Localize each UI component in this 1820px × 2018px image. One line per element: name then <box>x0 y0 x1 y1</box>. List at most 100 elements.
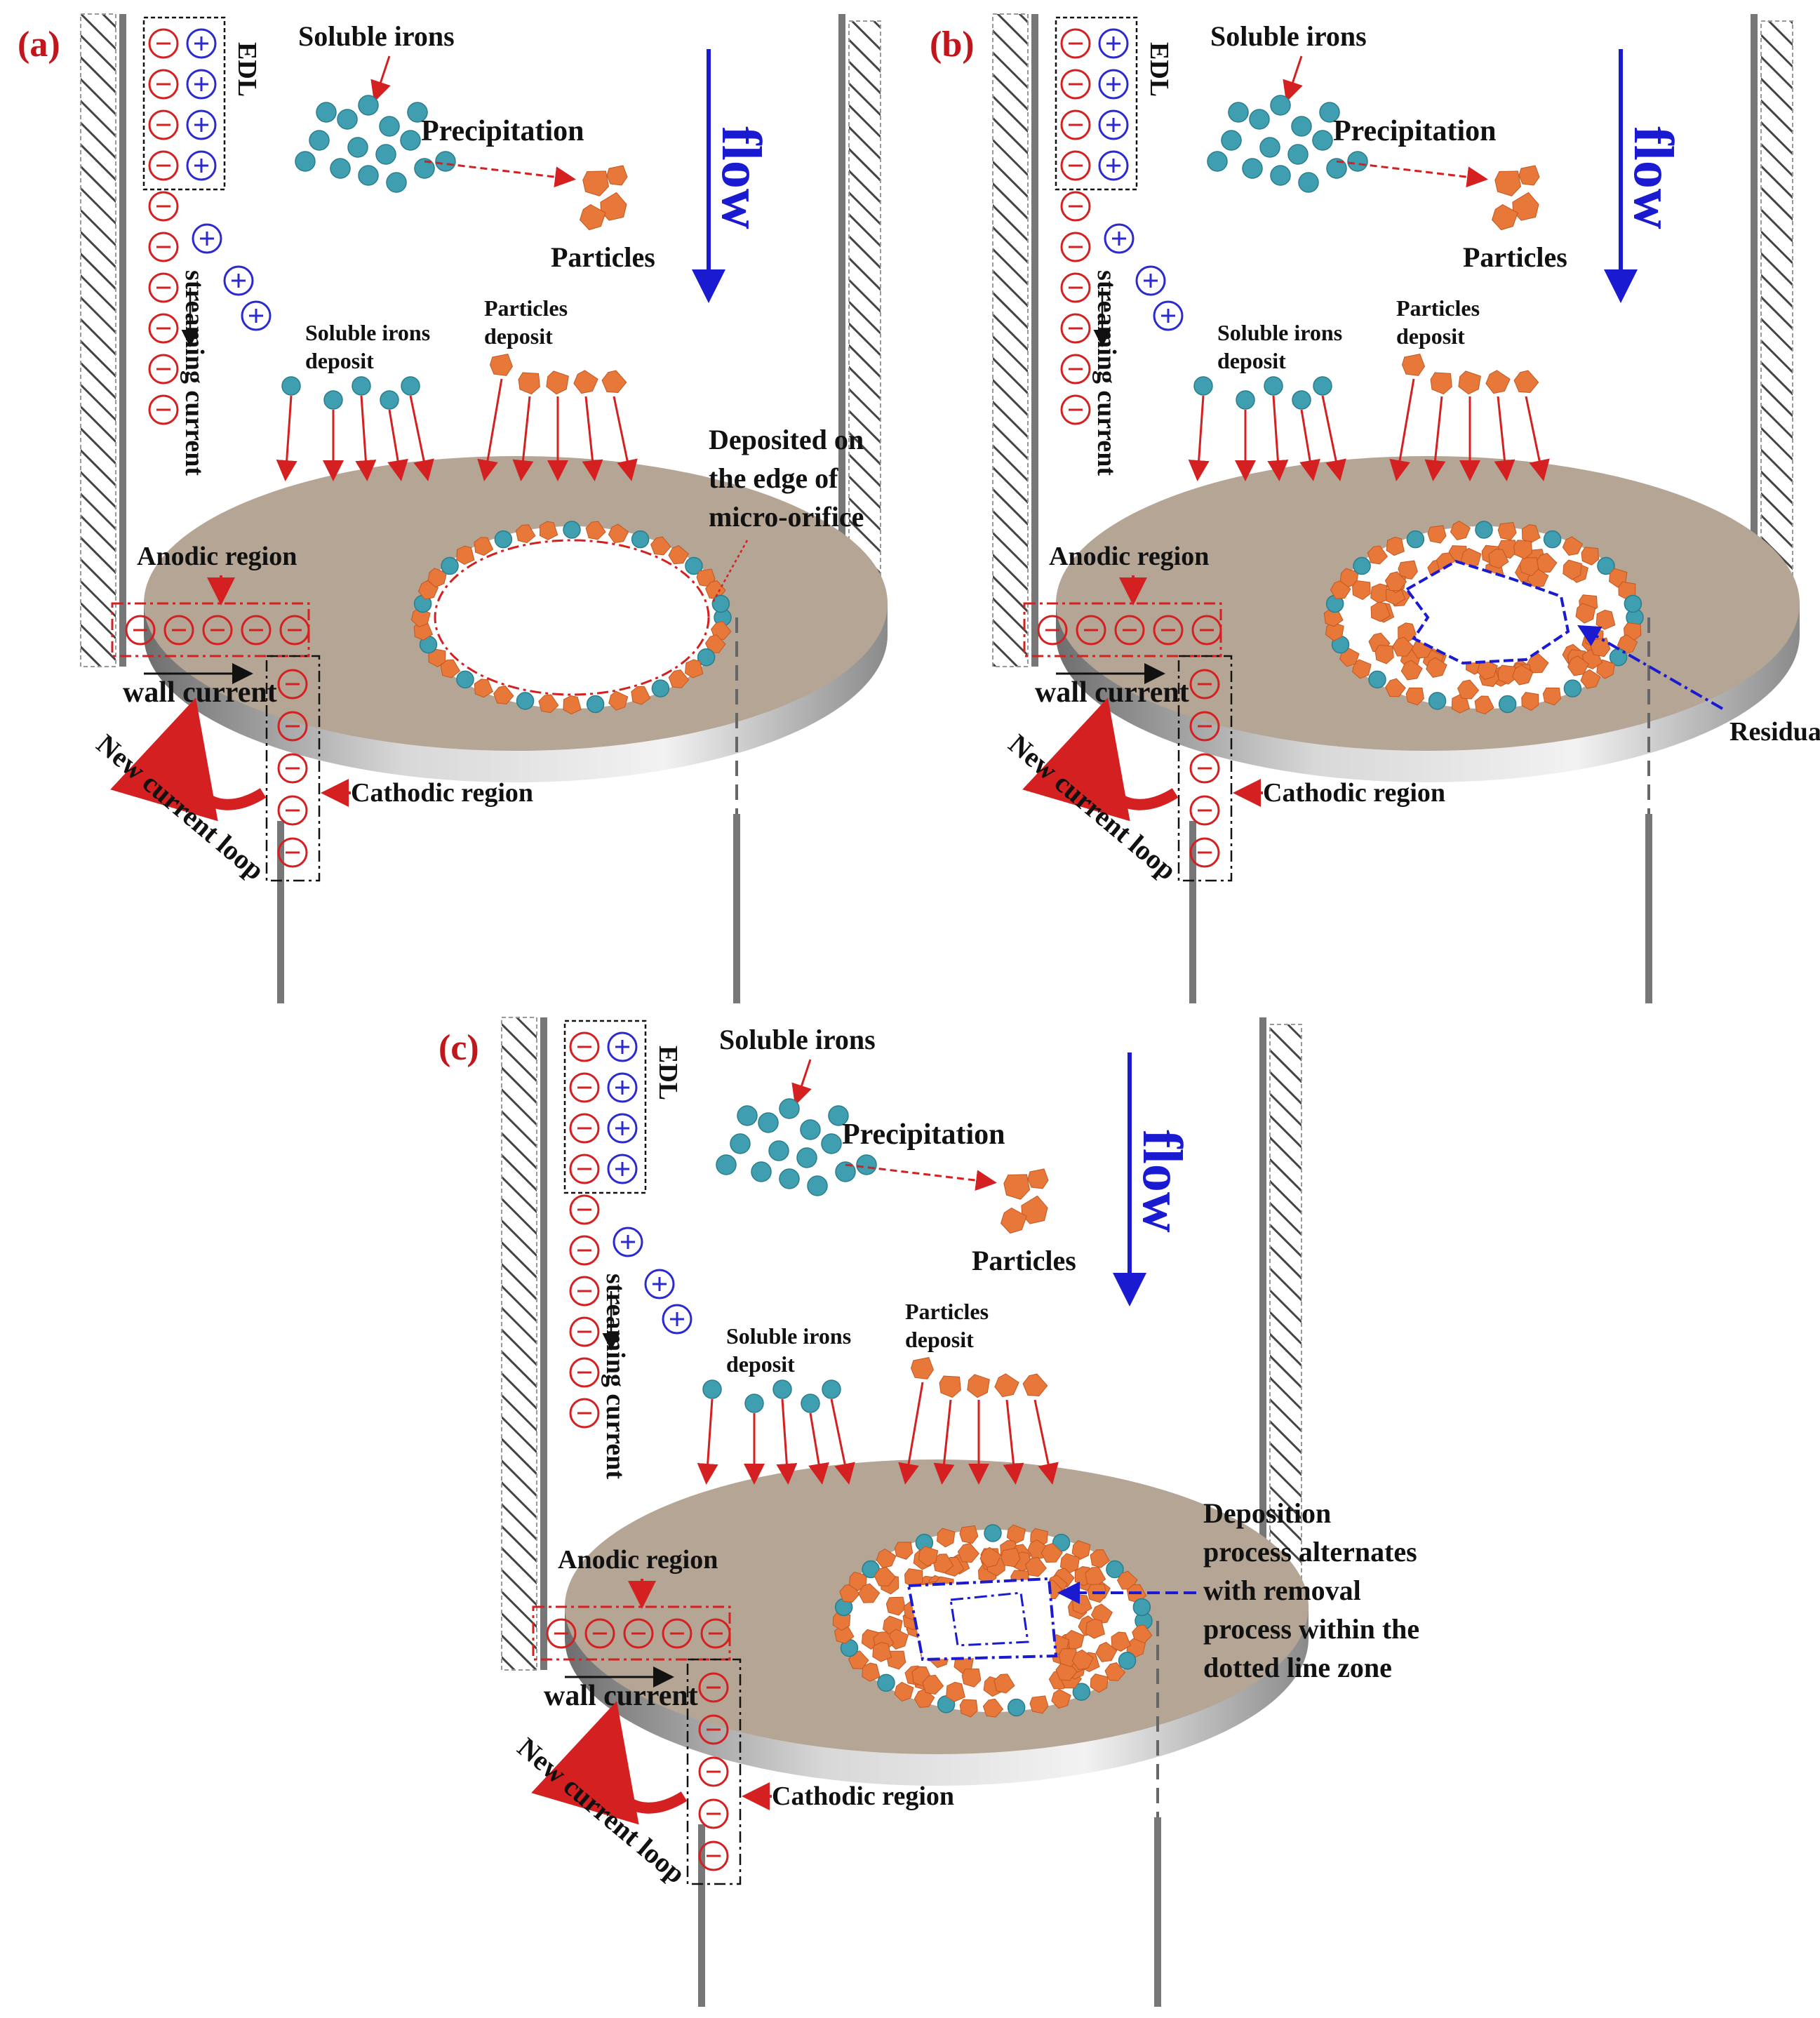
iron-ion <box>1236 390 1255 410</box>
charge-ring <box>148 109 179 140</box>
particle <box>832 1611 851 1631</box>
iron-ion <box>744 1394 764 1413</box>
soluble-irons-deposit-label: deposit <box>1217 348 1286 373</box>
iron-ion <box>821 1133 842 1154</box>
negative-charge <box>546 1618 577 1649</box>
iron-ion <box>1298 172 1319 193</box>
iron-deposit-arrow <box>355 395 377 481</box>
negative-charge <box>148 28 179 59</box>
iron-deposit-arrow <box>697 1398 718 1485</box>
charge-ring <box>192 223 222 254</box>
negative-charge <box>1037 615 1068 646</box>
positive-charge <box>186 150 217 181</box>
particle <box>979 1546 1002 1568</box>
new-current-loop-arrow <box>531 1701 688 1825</box>
iron-ion <box>1287 144 1309 165</box>
particle <box>579 203 606 231</box>
iron-ion <box>407 102 428 123</box>
particle <box>1085 1567 1106 1587</box>
positive-charge <box>1135 265 1166 296</box>
charge-ring <box>186 109 217 140</box>
charge-ring <box>698 1798 729 1829</box>
particle <box>650 536 671 556</box>
particles-deposit-label: deposit <box>1396 323 1465 349</box>
particle <box>1051 1689 1071 1709</box>
charge-ring <box>148 272 179 303</box>
iron-ion <box>1106 1560 1124 1579</box>
charge-ring <box>1098 150 1129 181</box>
charge-ring <box>148 28 179 59</box>
negative-charge <box>584 1618 615 1649</box>
iron-ion <box>516 692 535 710</box>
negative-charge <box>279 615 310 646</box>
negative-charge <box>148 354 179 385</box>
particle-deposit-arrow <box>1424 396 1446 481</box>
charge-ring <box>569 1072 600 1103</box>
iron-ion <box>379 116 400 137</box>
iron-ion <box>768 1140 789 1161</box>
positive-charge <box>607 1113 638 1144</box>
particle <box>601 370 627 393</box>
particle <box>563 695 582 715</box>
edl-label: EDL <box>653 1045 683 1100</box>
iron-ion <box>1270 95 1291 116</box>
charge-ring <box>569 1316 600 1347</box>
negative-charge <box>698 1840 729 1871</box>
particle <box>1071 1649 1094 1670</box>
particle <box>957 1542 979 1563</box>
particle <box>910 1357 934 1379</box>
particle <box>1384 571 1407 592</box>
negative-charge <box>202 615 233 646</box>
positive-charge <box>1098 109 1129 140</box>
particle <box>894 1542 914 1560</box>
charge-ring <box>148 313 179 344</box>
particle <box>1398 560 1418 580</box>
particle <box>932 1553 954 1574</box>
left-wall-hatch <box>80 13 116 667</box>
particle <box>608 523 629 544</box>
charge-ring <box>1153 615 1184 646</box>
charge-ring <box>1060 191 1091 222</box>
charge-ring <box>698 1672 729 1703</box>
charge-ring <box>1060 69 1091 100</box>
iron-ion <box>1326 158 1347 179</box>
residual-area-label: Residual area <box>1729 717 1820 747</box>
iron-deposit-arrow <box>387 409 408 481</box>
iron-ion <box>1207 151 1228 172</box>
negative-charge <box>148 232 179 262</box>
iron-ion <box>1264 376 1283 396</box>
negative-charge <box>569 1276 600 1307</box>
particle-deposit-arrow <box>898 1382 924 1485</box>
particle <box>474 679 494 698</box>
charge-ring <box>569 1276 600 1307</box>
particle <box>546 370 569 395</box>
iron-ion <box>1498 695 1517 714</box>
charge-ring <box>277 753 308 784</box>
iron-ion <box>800 1119 821 1140</box>
iron-ion <box>309 130 330 151</box>
particle <box>937 1528 956 1548</box>
negative-charge <box>277 711 308 742</box>
iron-ion <box>1428 692 1447 710</box>
cathodic-box <box>686 1658 742 1885</box>
positive-charge <box>644 1269 675 1299</box>
edge-deposit-outline <box>434 539 710 696</box>
negative-charge <box>569 1398 600 1429</box>
alternation-note-line: with removal <box>1203 1575 1361 1606</box>
micro-orifice <box>417 526 726 709</box>
iron-ion <box>323 390 343 410</box>
charge-ring <box>277 795 308 826</box>
deposit-note-line: Deposited on <box>709 424 864 455</box>
iron-ion <box>386 172 407 193</box>
particle <box>1521 524 1541 544</box>
charge-ring <box>569 1113 600 1144</box>
charge-ring <box>277 837 308 868</box>
wall-current-label: wall current <box>123 676 277 709</box>
negative-charge <box>148 191 179 222</box>
particle <box>922 1674 944 1695</box>
particle <box>1542 687 1562 706</box>
particle <box>1488 549 1509 569</box>
iron-ion <box>1475 521 1493 539</box>
